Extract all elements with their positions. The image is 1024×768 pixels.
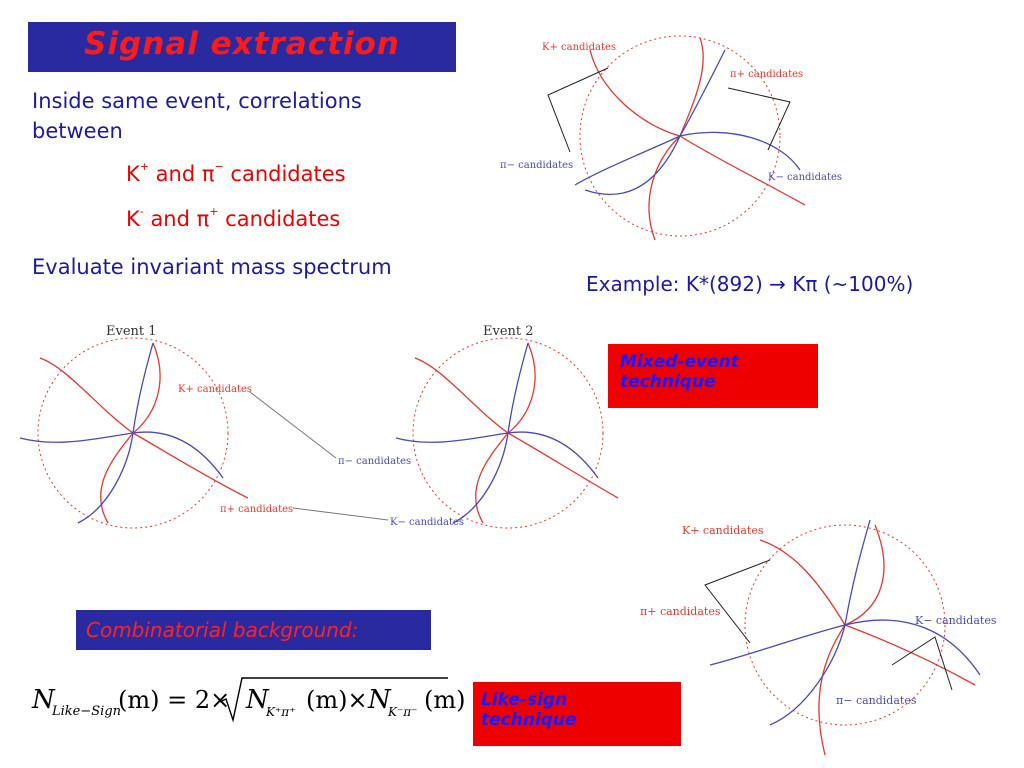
formula-n: N <box>31 685 56 715</box>
pi-charge: + <box>209 205 219 218</box>
event2-title: Event 2 <box>483 324 534 339</box>
arrow-kplus <box>547 67 609 153</box>
track-piplus <box>818 624 846 756</box>
event1-track <box>132 342 161 434</box>
title-banner <box>28 22 456 72</box>
event2-track <box>507 342 536 434</box>
event1-track <box>132 432 249 499</box>
event1-label-kplus: K+ candidates <box>178 384 252 395</box>
formula-mid: (m)× <box>306 686 368 714</box>
event2-track <box>452 432 509 524</box>
track-piplus <box>648 135 681 241</box>
formula-n1-subscript: K⁺π⁺ <box>265 705 296 719</box>
formula-lhs-subscript: Like−Sign <box>51 704 121 719</box>
slide-title: Signal extraction <box>84 26 400 62</box>
track-piminus <box>709 624 846 666</box>
event2-track <box>414 357 509 434</box>
track-piplus <box>679 135 806 206</box>
mixed-event-box: Mixed-event technique <box>608 344 818 408</box>
k-charge: - <box>139 205 144 218</box>
event1-track <box>100 432 134 524</box>
mixed-event-diagram: Event 1 K+ candidates π+ candidates π− c… <box>19 324 619 529</box>
combinatorial-label: Combinatorial background: <box>86 618 359 642</box>
event1-track <box>132 431 224 479</box>
track-piminus <box>769 624 846 726</box>
event2-track <box>395 432 509 443</box>
event-label-kminus: K− candidates <box>390 517 464 528</box>
intro-text: Inside same event, correlations between <box>32 89 362 143</box>
event1-circle <box>37 337 229 529</box>
label-kplus: K+ candidates <box>542 42 616 53</box>
pair-kminus-piplus: K- and π+ candidates <box>126 205 341 231</box>
formula-end: (m) <box>424 686 465 714</box>
sqrt-sign <box>219 677 448 723</box>
track-kplus <box>589 49 681 137</box>
track-kplus <box>844 524 885 626</box>
track-kminus <box>679 49 726 137</box>
label-kminus: K− candidates <box>915 614 997 627</box>
event1-track <box>132 342 154 434</box>
pi-label: and π <box>143 207 210 231</box>
event1-label-piplus: π+ candidates <box>220 504 293 515</box>
k-charge: + <box>139 160 149 173</box>
arrow-kplus <box>704 559 771 644</box>
k-label: K <box>126 162 140 186</box>
like-sign-formula: N Like−Sign (m) = 2× N K⁺π⁺ (m)× N K⁻π⁻ … <box>31 677 465 723</box>
label-kminus: K− candidates <box>768 172 842 183</box>
detector-circle <box>744 524 946 726</box>
event1-track <box>19 432 134 443</box>
event1-track <box>39 357 134 434</box>
track-kplus <box>759 539 846 626</box>
arrow-piplus <box>727 87 791 151</box>
formula-n2-subscript: K⁻π⁻ <box>387 705 418 719</box>
track-piminus <box>584 135 681 195</box>
track-kminus <box>844 519 871 626</box>
event1-track <box>77 432 134 524</box>
label-piminus: π− candidates <box>500 160 573 171</box>
event-label-piminus: π− candidates <box>338 456 411 467</box>
label-kplus: K+ candidates <box>682 524 764 537</box>
label-piplus: π+ candidates <box>730 69 803 80</box>
track-kminus <box>844 619 981 676</box>
pi-charge: − <box>214 160 224 173</box>
candidates-diagram-top: K+ candidates π+ candidates π− candidate… <box>500 35 842 241</box>
formula-n2: N <box>367 685 392 715</box>
event2-track <box>475 432 509 524</box>
event2-track <box>507 342 529 434</box>
event2-track <box>507 432 619 499</box>
track-kminus <box>679 131 801 171</box>
formula-arg: (m) = 2× <box>118 686 230 714</box>
like-sign-diagram: K+ candidates π+ candidates K− candidate… <box>640 519 997 756</box>
k-label: K <box>126 207 140 231</box>
event1-title: Event 1 <box>106 324 157 339</box>
like-sign-box: Like-sign technique <box>473 682 681 746</box>
pair-kplus-piminus: K+ and π− candidates <box>126 160 346 186</box>
detector-circle <box>579 35 781 237</box>
formula-n1: N <box>245 685 270 715</box>
combinatorial-banner <box>76 610 431 650</box>
candidates-label: candidates <box>223 162 346 186</box>
label-piplus: π+ candidates <box>640 605 721 618</box>
connector-arrow <box>292 507 389 521</box>
track-piplus <box>844 624 976 686</box>
evaluate-text: Evaluate invariant mass spectrum <box>32 255 392 279</box>
example-text: Example: K*(892) → Kπ (~100%) <box>586 272 914 296</box>
event2-circle <box>412 337 604 529</box>
event2-track <box>507 431 599 479</box>
track-piminus <box>574 135 681 186</box>
mixed-event-label: Mixed-event technique <box>620 352 739 392</box>
like-sign-label: Like-sign technique <box>481 690 577 730</box>
label-piminus: π− candidates <box>836 694 917 707</box>
track-kplus <box>679 37 704 137</box>
pi-label: and π <box>149 162 215 186</box>
connector-arrow <box>249 391 337 459</box>
arrow-kminus <box>891 636 953 691</box>
candidates-label: candidates <box>218 207 341 231</box>
